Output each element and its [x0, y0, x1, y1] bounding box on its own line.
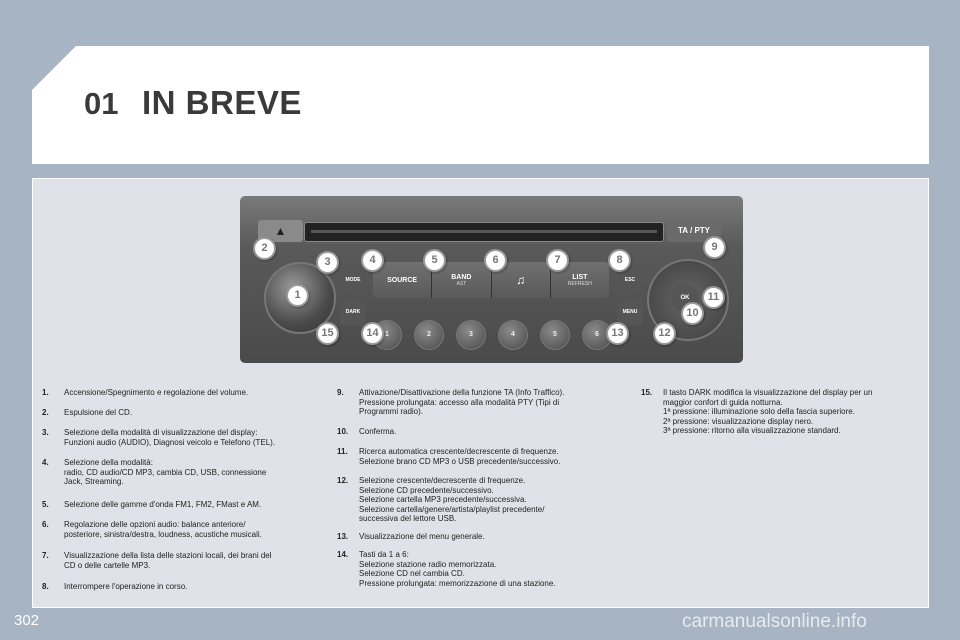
- legend-item-text: Interrompere l'operazione in corso.: [64, 582, 188, 591]
- legend-item-text: Visualizzazione del menu generale.: [359, 532, 485, 541]
- band-label: BAND: [451, 273, 472, 281]
- source-label: SOURCE: [387, 276, 418, 284]
- legend-item-13: 13. Visualizzazione del menu generale.: [337, 532, 627, 542]
- watermark: carmanualsonline.info: [682, 611, 867, 632]
- callout-4: 4: [361, 249, 384, 272]
- chapter-number: 01: [84, 86, 119, 121]
- music-symbol: ♫: [516, 273, 526, 287]
- legend-item-text: Accensione/Spegnimento e regolazione del…: [64, 388, 249, 397]
- legend-item-15: 15. Il tasto DARK modifica la visualizzaz…: [641, 388, 921, 436]
- preset-button-3: 3: [456, 320, 486, 350]
- legend-item-text: Il tasto DARK modifica la visualizzazion…: [663, 388, 873, 436]
- legend-item-7: 7. Visualizzazione della lista delle staz…: [42, 551, 322, 570]
- legend-item-text: Selezione crescente/decrescente di frequ…: [359, 476, 545, 524]
- legend-item-14: 14. Tasti da 1 a 6: Selezione stazione ra…: [337, 550, 627, 588]
- callout-15: 15: [316, 322, 339, 345]
- callout-7: 7: [546, 249, 569, 272]
- menu-button: MENU: [617, 298, 643, 326]
- legend-item-number: 11.: [337, 447, 348, 456]
- legend-item-number: 2.: [42, 408, 49, 417]
- legend-item-text: Ricerca automatica crescente/decrescente…: [359, 447, 561, 466]
- legend-item-5: 5. Selezione delle gamme d'onda FM1, FM2,…: [42, 500, 322, 510]
- legend-item-text: Tasti da 1 a 6: Selezione stazione radio…: [359, 550, 556, 588]
- ta-pty-button: TA / PTY: [667, 220, 721, 242]
- legend-item-8: 8. Interrompere l'operazione in corso.: [42, 582, 322, 592]
- legend-item-number: 3.: [42, 428, 49, 437]
- legend-item-number: 5.: [42, 500, 49, 509]
- legend-item-text: Conferma.: [359, 427, 397, 436]
- source-button: SOURCE: [373, 262, 433, 298]
- legend-item-number: 10.: [337, 427, 349, 436]
- legend-item-12: 12. Selezione crescente/decrescente di fr…: [337, 476, 627, 524]
- legend-item-text: Visualizzazione della lista delle stazio…: [64, 551, 272, 570]
- legend-item-number: 14.: [337, 550, 349, 559]
- legend-item-11: 11. Ricerca automatica crescente/decresce…: [337, 447, 627, 466]
- callout-6: 6: [484, 249, 507, 272]
- callout-10: 10: [681, 302, 704, 325]
- band-sub-label: AST: [456, 280, 467, 287]
- callout-1: 1: [286, 284, 309, 307]
- callout-12: 12: [653, 322, 676, 345]
- callout-11: 11: [702, 286, 725, 309]
- legend-item-text: Selezione della modalità di visualizzazi…: [64, 428, 276, 447]
- page-number: 302: [14, 612, 40, 629]
- mode-button: MODE: [340, 266, 366, 294]
- legend-item-number: 1.: [42, 388, 49, 397]
- callout-3: 3: [316, 251, 339, 274]
- legend-item-2: 2. Espulsione del CD.: [42, 408, 322, 418]
- header-panel: [32, 46, 929, 164]
- legend-item-number: 13.: [337, 532, 349, 541]
- legend-item-text: Selezione delle gamme d'onda FM1, FM2, F…: [64, 500, 262, 509]
- legend-item-number: 8.: [42, 582, 49, 591]
- preset-button-5: 5: [540, 320, 570, 350]
- legend-item-number: 12.: [337, 476, 349, 485]
- legend-item-text: Regolazione delle opzioni audio: balance…: [64, 520, 262, 539]
- page-title: IN BREVE: [142, 84, 302, 121]
- legend-item-number: 15.: [641, 388, 653, 397]
- legend-item-3: 3. Selezione della modalità di visualizza…: [42, 428, 322, 447]
- dark-button: DARK: [340, 298, 366, 326]
- legend-item-number: 9.: [337, 388, 344, 397]
- legend-item-1: 1. Accensione/Spegnimento e regolazione d…: [42, 388, 322, 398]
- preset-button-4: 4: [498, 320, 528, 350]
- legend-item-number: 7.: [42, 551, 49, 560]
- legend-item-number: 6.: [42, 520, 49, 529]
- legend-item-6: 6. Regolazione delle opzioni audio: balan…: [42, 520, 322, 539]
- legend-item-text: Espulsione del CD.: [64, 408, 133, 417]
- callout-2: 2: [253, 237, 276, 260]
- eject-icon: ▲: [258, 220, 303, 242]
- list-label: LIST: [572, 273, 588, 281]
- legend-item-number: 4.: [42, 458, 49, 467]
- callout-9: 9: [703, 236, 726, 259]
- callout-14: 14: [361, 322, 384, 345]
- callout-5: 5: [423, 249, 446, 272]
- legend-item-4: 4. Selezione della modalità: radio, CD au…: [42, 458, 322, 487]
- legend-item-9: 9. Attivazione/Disattivazione della funzi…: [337, 388, 627, 417]
- cd-slot: [304, 222, 664, 242]
- callout-8: 8: [608, 249, 631, 272]
- legend-item-10: 10. Conferma.: [337, 427, 627, 437]
- legend-item-text: Attivazione/Disattivazione della funzion…: [359, 388, 565, 417]
- preset-button-2: 2: [414, 320, 444, 350]
- callout-13: 13: [606, 322, 629, 345]
- legend-item-text: Selezione della modalità: radio, CD audi…: [64, 458, 267, 487]
- list-sub-label: REFRESH: [567, 280, 592, 287]
